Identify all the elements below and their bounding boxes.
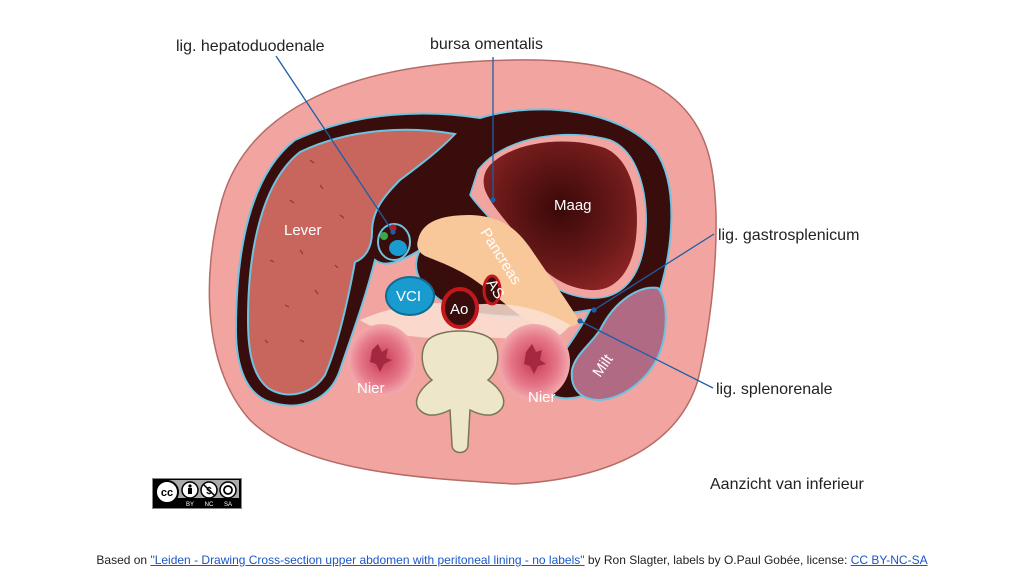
callout-dot-gastrosplenicum [591,307,597,313]
cc-nc-text: NC [205,502,214,508]
portal-vein [389,240,407,256]
cc-by-text: BY [186,502,194,508]
svg-text:$: $ [206,486,212,497]
label-nier-right: Nier [528,389,556,406]
label-bursa-omentalis: bursa omentalis [430,36,543,53]
footer-middle: by Ron Slagter, labels by O.Paul Gobée, … [584,553,851,567]
pancreas [417,215,580,330]
vena-cava-inferior [385,276,435,316]
label-maag: Maag [554,197,592,214]
svg-text:cc: cc [161,487,173,499]
cc-license-badge: cc $ BY NC SA [152,478,242,509]
label-lever: Lever [284,222,322,239]
label-vci: VCI [396,288,421,305]
callout-line-splenorenale [579,320,714,389]
splenic-artery [482,274,502,306]
attribution-footer: Based on "Leiden - Drawing Cross-section… [0,553,1024,567]
callout-lines [275,55,715,389]
cc-sa-text: SA [224,502,232,508]
common-bile-duct [380,232,388,240]
callout-dot-bursa [490,197,496,203]
stomach [483,141,637,291]
sa-icon [219,481,237,499]
renal-pelvis-left [370,344,392,372]
liver [246,128,457,396]
vertebra [415,330,505,454]
renal-pelvis-right [524,344,546,374]
license-link[interactable]: CC BY-NC-SA [850,553,928,567]
aorta [441,287,479,329]
cc-badge-graphic: cc $ BY NC SA [153,479,241,508]
label-lig-gastrosplenicum: lig. gastrosplenicum [718,227,859,244]
cc-icon [155,480,179,504]
footer-prefix: Based on [96,553,151,567]
label-nier-left: Nier [357,380,385,397]
callout-line-hepatoduodenale [275,55,394,233]
label-lig-hepatoduodenale: lig. hepatoduodenale [176,38,325,55]
label-lig-splenorenale: lig. splenorenale [716,381,833,398]
source-drawing-link[interactable]: "Leiden - Drawing Cross-section upper ab… [150,553,585,567]
view-caption: Aanzicht van inferieur [710,476,865,493]
callout-dot-splenorenale [577,318,583,324]
callout-line-gastrosplenicum [593,233,715,311]
spleen [570,286,667,402]
label-ao: Ao [450,301,468,318]
callout-dot-hepatoduodenale [390,229,396,235]
